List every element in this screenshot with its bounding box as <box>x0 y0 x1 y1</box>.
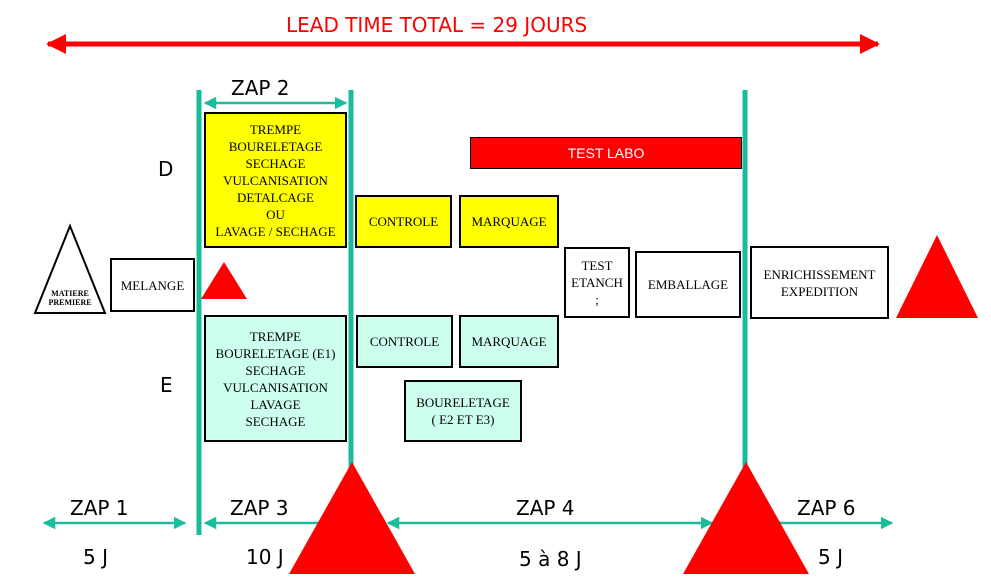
zap1-duration: 5 J <box>83 545 108 569</box>
inventory-triangle-right <box>896 235 978 318</box>
row-label-d: D <box>158 157 174 181</box>
step-e-controle: CONTROLE <box>356 315 453 368</box>
step-test-etanch: TEST ETANCH ; <box>564 247 630 318</box>
zap3-label: ZAP 3 <box>230 496 289 520</box>
step-emballage: EMBALLAGE <box>635 251 741 318</box>
raw-material-triangle <box>33 223 107 314</box>
zap4-duration: 5 à 8 J <box>519 547 582 571</box>
inventory-triangle-zap4 <box>683 462 809 574</box>
zap2-label: ZAP 2 <box>231 76 290 100</box>
step-e-process: TREMPE BOURELETAGE (E1) SECHAGE VULCANIS… <box>204 315 347 442</box>
step-d-marquage: MARQUAGE <box>459 195 559 248</box>
step-e-marquage: MARQUAGE <box>459 315 559 368</box>
step-test-labo: TEST LABO <box>470 137 742 169</box>
step-e-boureletage: BOURELETAGE ( E2 ET E3) <box>404 380 522 442</box>
zap1-label: ZAP 1 <box>70 496 129 520</box>
zap6-duration: 5 J <box>818 545 843 569</box>
zap3-duration: 10 J <box>246 545 284 569</box>
raw-material-label: MATIERE PREMIERE <box>48 289 92 307</box>
step-d-process: TREMPE BOURELETAGE SECHAGE VULCANISATION… <box>204 112 347 248</box>
step-enrichissement-expedition: ENRICHISSEMENT EXPEDITION <box>750 246 889 319</box>
inventory-triangle-small <box>201 262 247 299</box>
inventory-triangle-zap3 <box>289 462 415 574</box>
step-d-controle: CONTROLE <box>355 195 452 248</box>
lead-time-title: LEAD TIME TOTAL = 29 JOURS <box>286 13 588 37</box>
zap6-label: ZAP 6 <box>797 496 856 520</box>
row-label-e: E <box>160 373 173 397</box>
zap4-label: ZAP 4 <box>516 496 575 520</box>
step-melange: MELANGE <box>110 258 195 312</box>
